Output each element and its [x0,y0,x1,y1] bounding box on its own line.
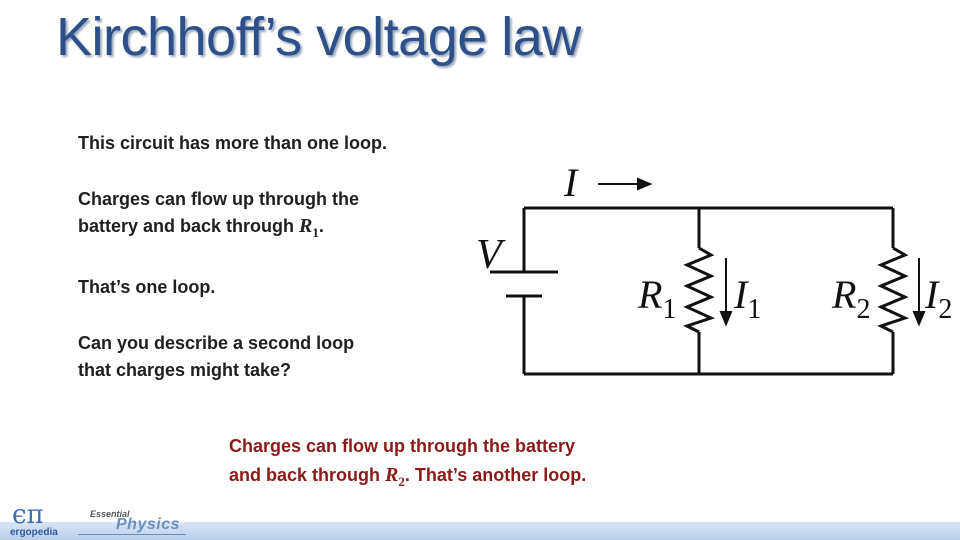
answer-line-a: Charges can flow up through the battery [229,436,576,456]
r1-inline-sub: 1 [312,225,319,240]
essential-physics-logo: Physics [116,516,180,533]
footer-bar [0,522,960,540]
answer-line-b: and back through [229,465,386,485]
line2a-text: Charges can flow up through the [78,189,360,209]
answer-line-b-end: . That’s another loop. [404,465,587,485]
circuit-diagram: I V R1 I1 R2 I2 [476,160,952,376]
label-i2-sub: 2 [938,294,952,325]
line4a-text: Can you describe a second loop [78,333,355,353]
arrow-i-head [637,177,653,191]
essential-physics-underline [78,534,186,535]
r1-inline-var: R1 [299,215,319,240]
circuit-wires [522,206,895,376]
resistor-r1 [683,246,716,334]
line1-text: This circuit has more than one loop. [78,133,388,153]
essential-physics-small: Essential [90,509,130,519]
battery-symbol [490,270,558,298]
label-r2: R2 [831,272,870,325]
label-r2-letter: R [831,272,856,317]
resistor-r2 [877,246,910,334]
line2b-end: . [318,216,324,236]
text-more-than-one-loop: This circuit has more than one loop. [78,130,387,157]
slide-title: Kirchhoff’s voltage law [56,7,581,67]
ergopedia-logo-text: ergopedia [10,527,58,538]
line2b-text: battery and back through [78,216,300,236]
label-voltage-v: V [476,232,506,278]
label-i2-letter: I [924,272,940,317]
arrow-i1-head [719,311,733,327]
label-r1: R1 [637,272,676,325]
line4b-text: that charges might take? [78,360,292,380]
r1-inline-letter: R [299,215,313,237]
label-i1: I1 [733,272,761,325]
label-current-i: I [563,160,579,205]
label-r2-sub: 2 [856,294,870,325]
r2-inline-sub: 2 [398,474,405,489]
text-one-loop: That’s one loop. [78,274,215,301]
label-i1-letter: I [733,272,749,317]
label-i1-sub: 1 [747,294,761,325]
text-second-loop-question: Can you describe a second loop that char… [78,330,354,384]
line3-text: That’s one loop. [78,277,216,297]
answer-second-loop: Charges can flow up through the battery … [229,432,586,496]
arrow-i2-head [912,311,926,327]
r2-inline-letter: R [385,464,399,486]
label-r1-letter: R [637,272,662,317]
label-r1-sub: 1 [662,294,676,325]
r2-inline-var: R2 [385,464,405,489]
ergopedia-logo-icon: ϵπ [12,500,44,530]
text-first-loop: Charges can flow up through the battery … [78,186,359,246]
label-i2: I2 [924,272,952,325]
current-arrows [598,177,926,327]
